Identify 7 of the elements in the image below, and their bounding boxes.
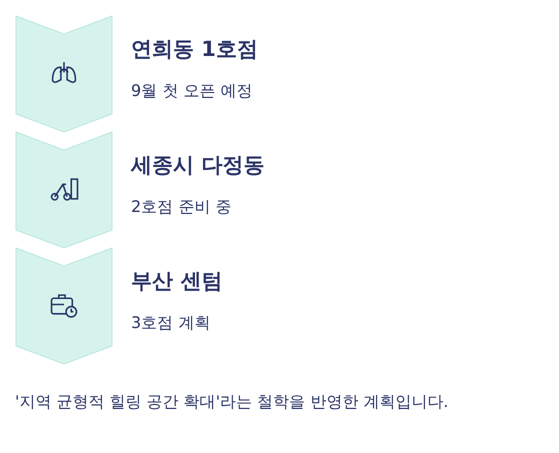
location-heading: 연희동 1호점 bbox=[131, 36, 258, 63]
status-text: 9월 첫 오픈 예정 bbox=[131, 81, 252, 102]
status-text: 3호점 계획 bbox=[131, 313, 210, 334]
note-text: '지역 균형적 힐링 공간 확대'라는 철학을 반영한 계획입니다. bbox=[15, 391, 450, 413]
location-heading: 세종시 다정동 bbox=[131, 152, 264, 179]
location-heading: 부산 센텀 bbox=[131, 268, 222, 295]
status-text: 2호점 준비 중 bbox=[131, 197, 232, 218]
